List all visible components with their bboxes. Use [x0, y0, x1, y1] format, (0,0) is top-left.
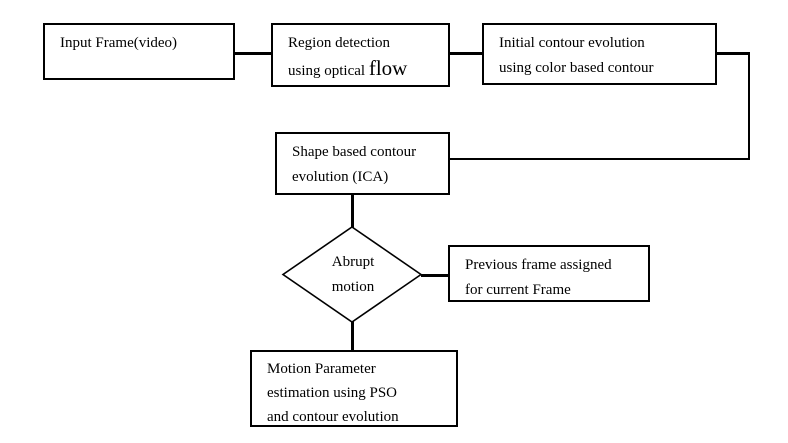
input-frame-box: Input Frame(video) — [43, 23, 235, 80]
connector-input-to-region — [235, 52, 271, 55]
region-detection-line1: Region detection — [288, 35, 391, 51]
region-detection-box: Region detection using optical flow — [271, 23, 450, 87]
previous-frame-line1: Previous frame assigned — [465, 257, 612, 273]
region-detection-line2-prefix: using optical — [288, 63, 369, 79]
connector-right-vertical — [747, 52, 750, 160]
previous-frame-box: Previous frame assigned for current Fram… — [448, 245, 650, 302]
region-detection-line2-emphasis: flow — [368, 56, 408, 80]
connector-region-to-initial — [450, 52, 482, 55]
region-detection-line2: using optical flow — [288, 56, 440, 84]
initial-contour-box: Initial contour evolution using color ba… — [482, 23, 717, 85]
connector-shape-to-decision — [351, 195, 354, 229]
input-frame-label: Input Frame(video) — [60, 35, 178, 51]
connector-initial-to-corner — [715, 52, 750, 55]
shape-contour-line2: evolution (ICA) — [292, 169, 389, 185]
initial-contour-line1: Initial contour evolution — [499, 35, 645, 51]
abrupt-motion-decision: Abrupt motion — [283, 228, 423, 322]
previous-frame-line2: for current Frame — [465, 282, 571, 298]
motion-parameter-line1: Motion Parameter — [267, 361, 376, 377]
decision-diamond-shape — [281, 226, 423, 323]
initial-contour-line2: using color based contour — [499, 60, 654, 76]
shape-contour-line1: Shape based contour — [292, 144, 417, 160]
abrupt-motion-line1: Abrupt — [331, 254, 375, 270]
motion-parameter-line2: estimation using PSO — [267, 385, 398, 401]
shape-contour-box: Shape based contour evolution (ICA) — [275, 132, 450, 195]
abrupt-motion-line2: motion — [331, 279, 375, 295]
motion-parameter-line3: and contour evolution — [267, 409, 399, 425]
connector-decision-to-previous — [421, 274, 448, 277]
connector-decision-to-motion — [351, 320, 354, 351]
motion-parameter-box: Motion Parameter estimation using PSO an… — [250, 350, 458, 427]
connector-corner-to-shape — [450, 157, 750, 160]
